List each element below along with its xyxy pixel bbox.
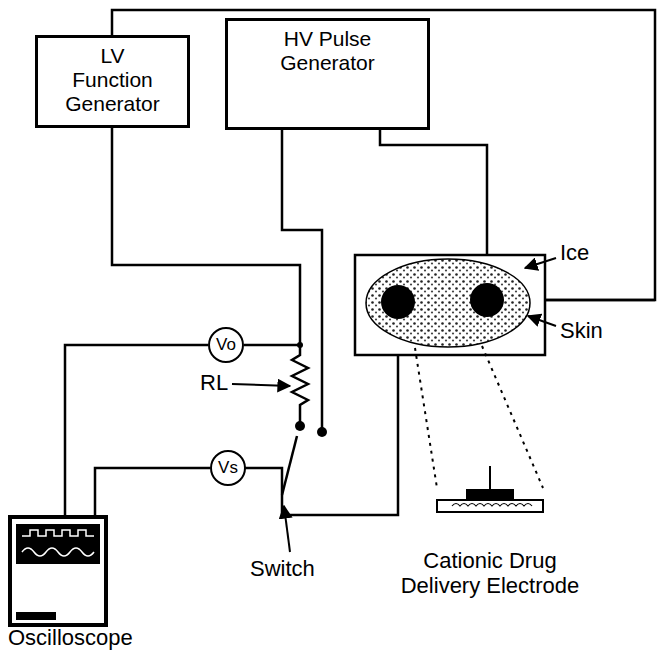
zoom-line <box>415 348 437 488</box>
switch-contact <box>317 427 327 437</box>
electrode-illustration <box>437 466 543 512</box>
node-label: LV Function Generator <box>61 44 165 116</box>
generator-box: HV Pulse Generator <box>225 18 430 130</box>
scope-screen <box>16 524 100 620</box>
leader-line <box>525 258 556 268</box>
node-label: Vo <box>216 335 236 355</box>
callout-label: Skin <box>560 318 603 343</box>
switch-lever <box>282 436 297 495</box>
component-label: RL <box>200 370 228 395</box>
node-label: HV Pulse Generator <box>263 27 393 75</box>
resistor-symbol <box>292 345 308 422</box>
wire <box>244 344 300 347</box>
voltmeter-circle: Vo <box>208 327 244 363</box>
wire <box>245 468 282 495</box>
ice-block <box>355 255 545 355</box>
wire <box>112 125 300 345</box>
oscilloscope-box: Oscilloscope <box>8 515 108 627</box>
probe-wire <box>95 468 210 515</box>
wire <box>282 101 322 430</box>
caption-label: Cationic Drug Delivery Electrode <box>385 548 595 599</box>
zoom-line <box>482 346 543 488</box>
node-label: Vs <box>218 458 238 478</box>
node-heading: Oscilloscope <box>8 625 133 650</box>
wire <box>545 299 655 302</box>
voltmeter-circle: Vs <box>210 450 246 486</box>
leader-line <box>528 316 556 326</box>
switch-contact <box>295 421 305 431</box>
leader-line <box>232 384 290 386</box>
junction-dot <box>297 342 303 348</box>
callout-label: Switch <box>250 556 315 581</box>
leader-line <box>284 506 290 552</box>
skin-sample <box>366 259 530 347</box>
drug-electrode <box>381 285 415 319</box>
callout-label: Ice <box>560 240 589 265</box>
probe-wire <box>65 345 208 515</box>
return-electrode <box>470 283 504 317</box>
generator-box: LV Function Generator <box>35 35 190 128</box>
